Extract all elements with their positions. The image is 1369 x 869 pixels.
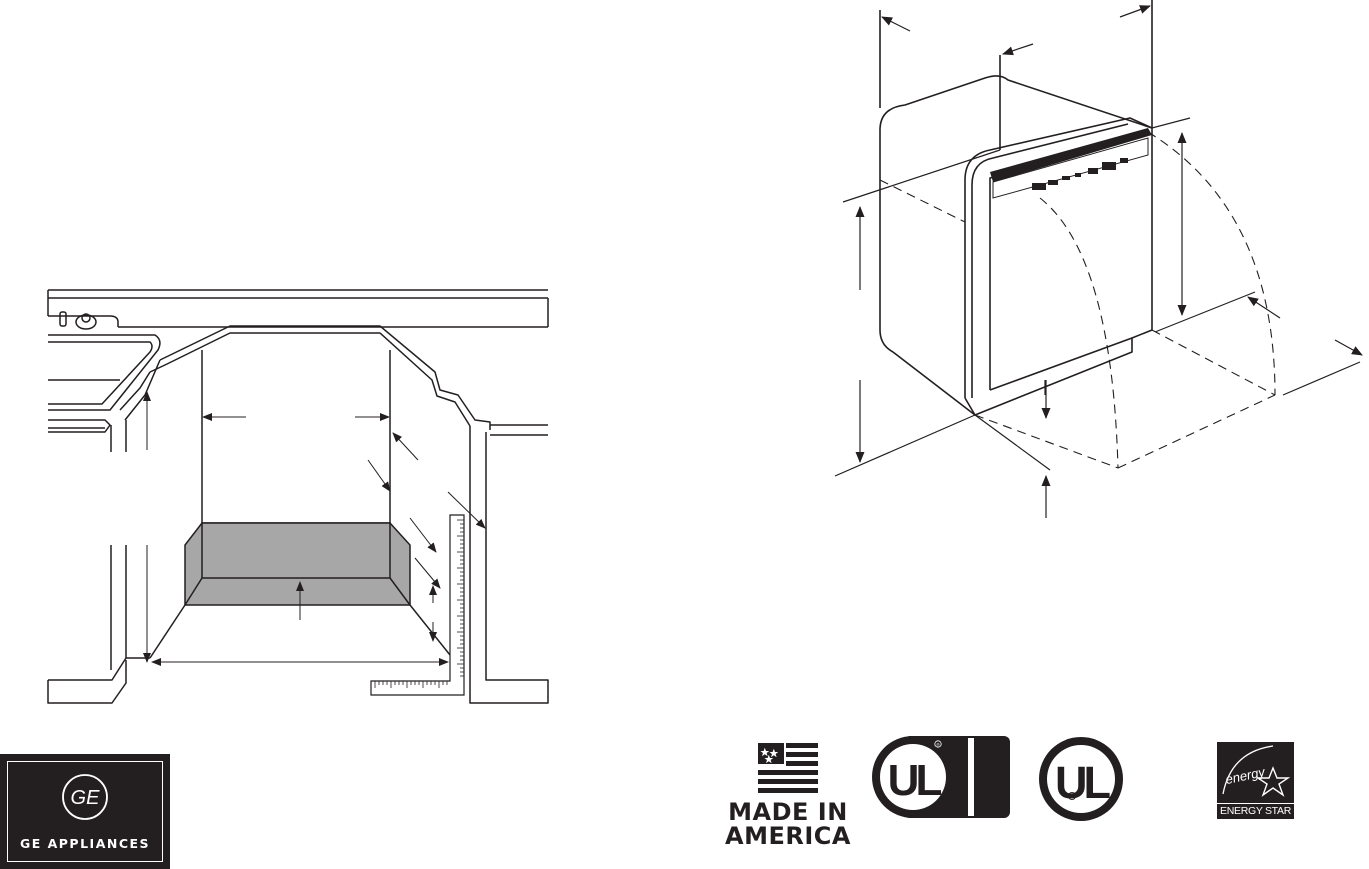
dishwasher-dimensions-diagram	[834, 0, 1363, 518]
cabinet-opening-diagram	[47, 289, 549, 704]
ge-appliances-logo: GE GE APPLIANCES	[0, 754, 170, 869]
logo-frame	[7, 761, 163, 862]
made-in-america-mark: MADE IN AMERICA	[722, 800, 854, 848]
ul-recognized-text: UL	[1055, 757, 1110, 808]
ge-monogram-text: GE	[71, 787, 101, 809]
ul-recognized-icon: UL ®	[1039, 737, 1123, 821]
ge-monogram-icon: GE	[62, 774, 108, 820]
ul-listed-text: UL	[888, 756, 942, 805]
ul-listed-registered: ®	[936, 742, 940, 748]
energy-star-script: energy	[1224, 764, 1267, 787]
energy-star-label: ENERGY STAR	[1220, 805, 1291, 817]
energy-star-icon: energy ENERGY STAR	[1217, 742, 1294, 819]
brand-name: GE APPLIANCES	[19, 836, 151, 851]
made-in-america-line-1: MADE IN	[728, 798, 848, 826]
flag-icon	[758, 743, 818, 793]
ul-recognized-registered: ®	[1070, 794, 1074, 801]
made-in-america-line-2: AMERICA	[725, 822, 851, 850]
ul-listed-icon: UL ®	[872, 736, 1010, 818]
